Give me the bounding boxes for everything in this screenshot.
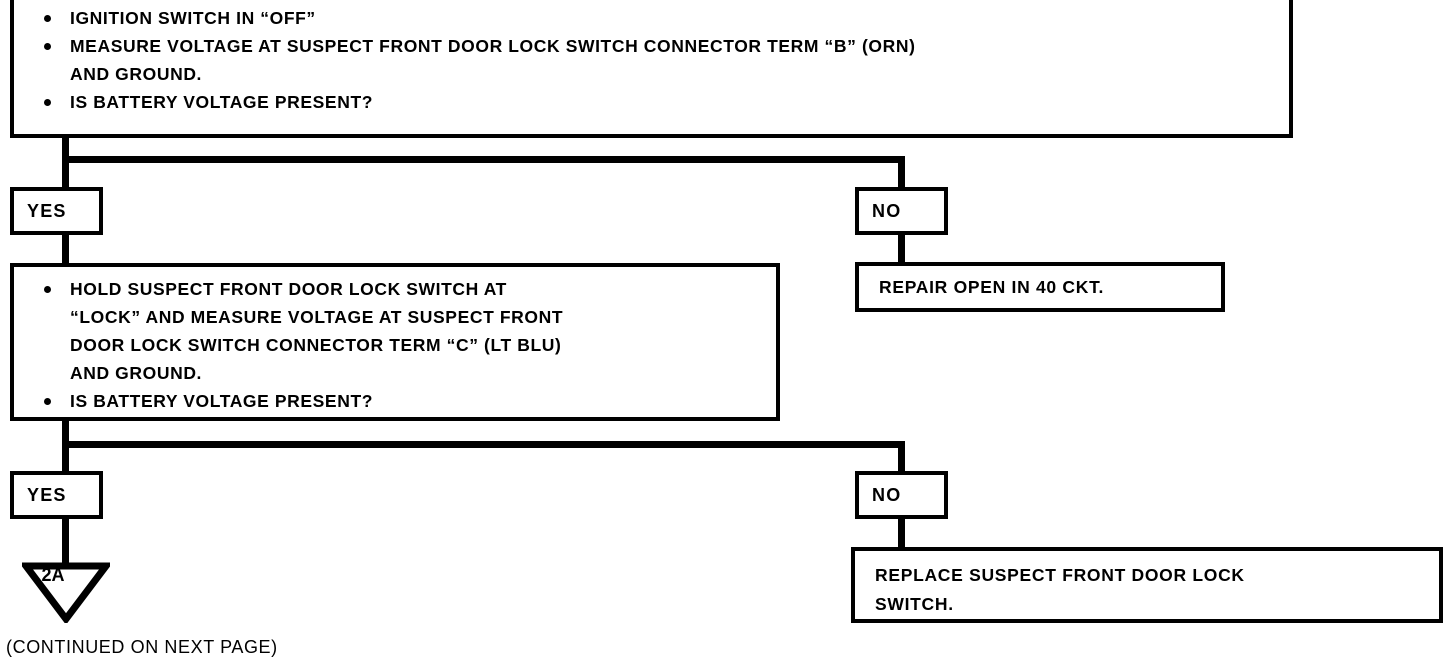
branch-2-yes-drop — [62, 441, 69, 474]
branch-2-no-label: NO — [872, 484, 902, 505]
branch-1-yes-drop — [62, 156, 69, 189]
branch-1-no-drop — [898, 156, 905, 189]
step-1-bullet-3: IS BATTERY VOLTAGE PRESENT? — [26, 88, 916, 116]
branch-2-yes-box: YES — [10, 471, 103, 519]
branch-2-no-action-text: REPLACE SUSPECT FRONT DOOR LOCK SWITCH. — [875, 565, 1245, 614]
down-triangle-icon — [18, 562, 114, 625]
step-2-bullet-list: HOLD SUSPECT FRONT DOOR LOCK SWITCH AT “… — [26, 275, 563, 415]
step-1-box: IGNITION SWITCH IN “OFF” MEASURE VOLTAGE… — [10, 0, 1293, 138]
step-1-bullet-1: IGNITION SWITCH IN “OFF” — [26, 4, 916, 32]
branch-2-no-box: NO — [855, 471, 948, 519]
branch-1-yes-to-step-2 — [62, 233, 69, 266]
step-2-bullet-2: IS BATTERY VOLTAGE PRESENT? — [26, 387, 563, 415]
branch-1-no-action-text: REPAIR OPEN IN 40 CKT. — [879, 277, 1105, 297]
branch-2-no-action-box: REPLACE SUSPECT FRONT DOOR LOCK SWITCH. — [851, 547, 1443, 623]
branch-2-no-to-action — [898, 517, 905, 549]
offpage-connector-2a-label: 2A — [41, 565, 65, 585]
branch-1-yes-box: YES — [10, 187, 103, 235]
branch-2-no-drop — [898, 441, 905, 474]
branch-1-no-to-action — [898, 233, 905, 265]
branch-1-bus — [62, 156, 905, 163]
branch-1-no-label: NO — [872, 200, 902, 221]
branch-1-yes-label: YES — [27, 200, 67, 221]
branch-2-yes-to-connector — [62, 517, 69, 564]
step-1-bullet-list: IGNITION SWITCH IN “OFF” MEASURE VOLTAGE… — [26, 4, 916, 116]
offpage-connector-2a — [18, 561, 114, 625]
step-1-bullet-2: MEASURE VOLTAGE AT SUSPECT FRONT DOOR LO… — [26, 32, 916, 88]
branch-1-no-action-box: REPAIR OPEN IN 40 CKT. — [855, 262, 1225, 312]
step-1-drop-line — [62, 136, 69, 162]
continued-footnote: (CONTINUED ON NEXT PAGE) — [6, 637, 278, 657]
branch-2-bus — [62, 441, 905, 448]
step-2-box: HOLD SUSPECT FRONT DOOR LOCK SWITCH AT “… — [10, 263, 780, 421]
step-2-bullet-1: HOLD SUSPECT FRONT DOOR LOCK SWITCH AT “… — [26, 275, 563, 387]
step-2-drop-line — [62, 419, 69, 447]
branch-1-no-box: NO — [855, 187, 948, 235]
step-1-text-block: IGNITION SWITCH IN “OFF” MEASURE VOLTAGE… — [14, 0, 926, 122]
branch-2-yes-label: YES — [27, 484, 67, 505]
step-2-text-block: HOLD SUSPECT FRONT DOOR LOCK SWITCH AT “… — [14, 267, 573, 421]
